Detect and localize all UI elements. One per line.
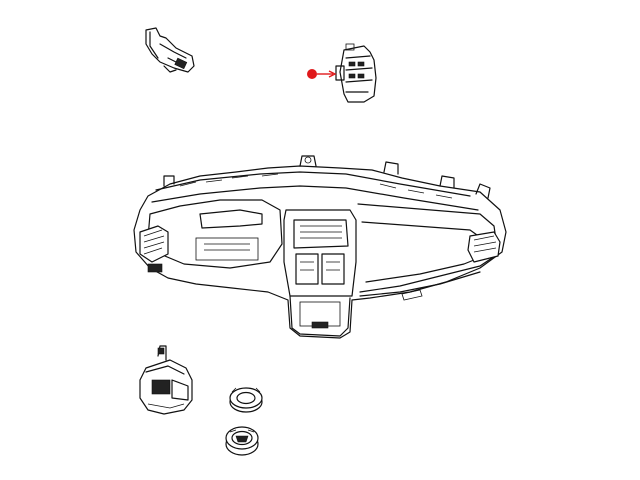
power-outlet-housing bbox=[139, 345, 193, 415]
callout-marker bbox=[307, 69, 337, 79]
switch-module bbox=[335, 43, 377, 103]
red-dot-icon bbox=[307, 69, 317, 79]
outlet-socket bbox=[225, 426, 259, 456]
retainer-ring bbox=[229, 387, 263, 413]
wiring-bracket bbox=[145, 27, 195, 73]
instrument-panel bbox=[133, 155, 507, 339]
